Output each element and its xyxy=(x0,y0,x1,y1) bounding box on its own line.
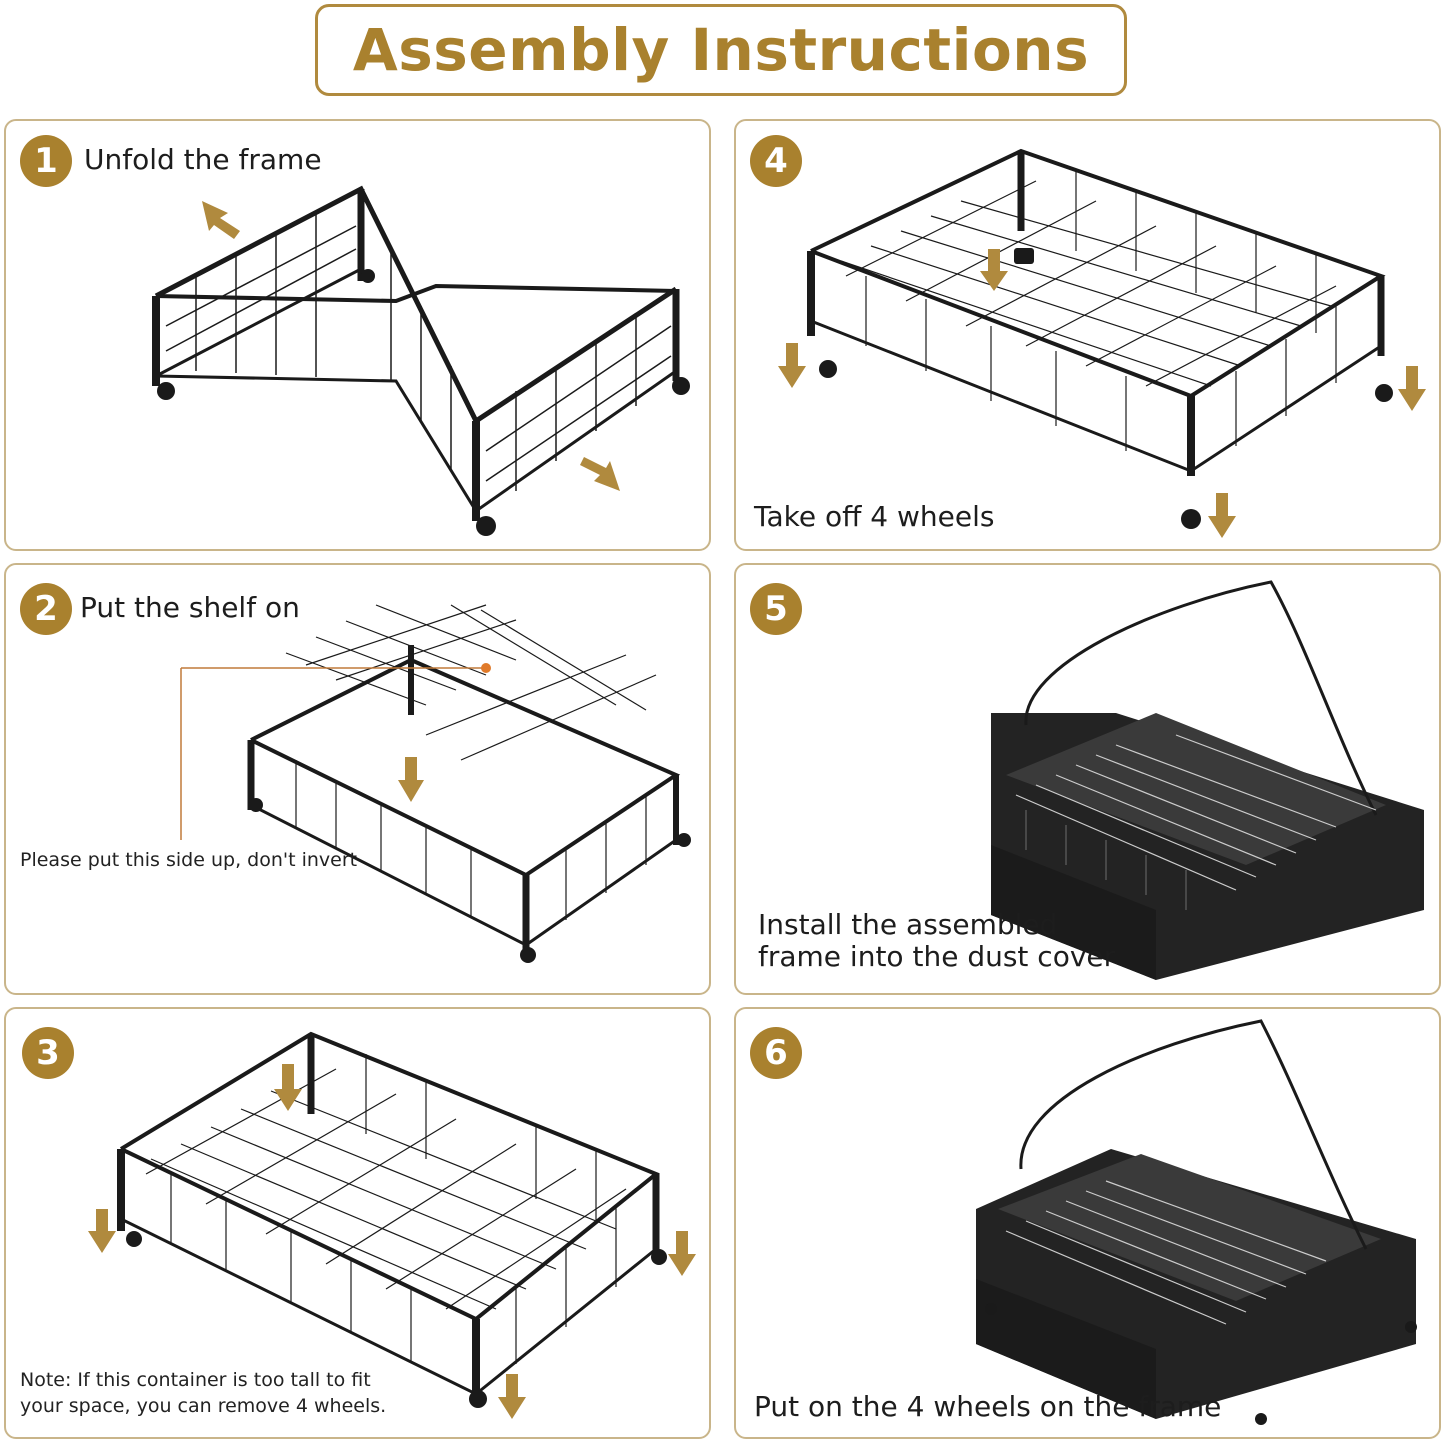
step-2-title: Put the shelf on xyxy=(80,591,300,624)
page-title: Assembly Instructions xyxy=(352,16,1090,84)
step-6-badge: 6 xyxy=(750,1027,802,1079)
wheels-on-cover-illustration xyxy=(976,1019,1417,1425)
shelf-frame-illustration xyxy=(180,604,691,963)
step-5-caption-line-1: Install the assembled xyxy=(758,908,1058,941)
dust-cover-illustration xyxy=(991,580,1424,980)
step-4-badge: 4 xyxy=(750,135,802,187)
step-5-caption-line-2: frame into the dust cover xyxy=(758,940,1116,973)
step-4-panel: 4 Take off 4 wheels xyxy=(734,119,1441,551)
step-2-badge: 2 xyxy=(20,583,72,635)
step-2-panel: 2 Put the shelf on Please put this side … xyxy=(4,563,711,995)
unfolded-frame-illustration xyxy=(152,185,690,536)
step-4-caption: Take off 4 wheels xyxy=(754,500,995,533)
step-3-panel: 3 Note: If this container is too tall to… xyxy=(4,1007,711,1439)
step-6-panel: 6 Put on the 4 wheels on the frame xyxy=(734,1007,1441,1439)
step-3-note-line-2: your space, you can remove 4 wheels. xyxy=(20,1395,387,1417)
step-5-panel: 5 Install the assembled frame into the d… xyxy=(734,563,1441,995)
assembled-frame-illustration xyxy=(88,1031,696,1419)
step-3-badge: 3 xyxy=(22,1027,74,1079)
step-1-badge: 1 xyxy=(20,135,72,187)
step-1-panel: 1 Unfold the frame xyxy=(4,119,711,551)
step-1-title: Unfold the frame xyxy=(84,143,322,176)
remove-wheels-illustration xyxy=(778,148,1426,538)
step-3-note-line-1: Note: If this container is too tall to f… xyxy=(20,1369,371,1391)
step-5-badge: 5 xyxy=(750,583,802,635)
step-6-caption: Put on the 4 wheels on the frame xyxy=(754,1390,1222,1423)
step-2-note: Please put this side up, don't invert xyxy=(20,849,358,871)
title-banner: Assembly Instructions xyxy=(315,4,1127,96)
